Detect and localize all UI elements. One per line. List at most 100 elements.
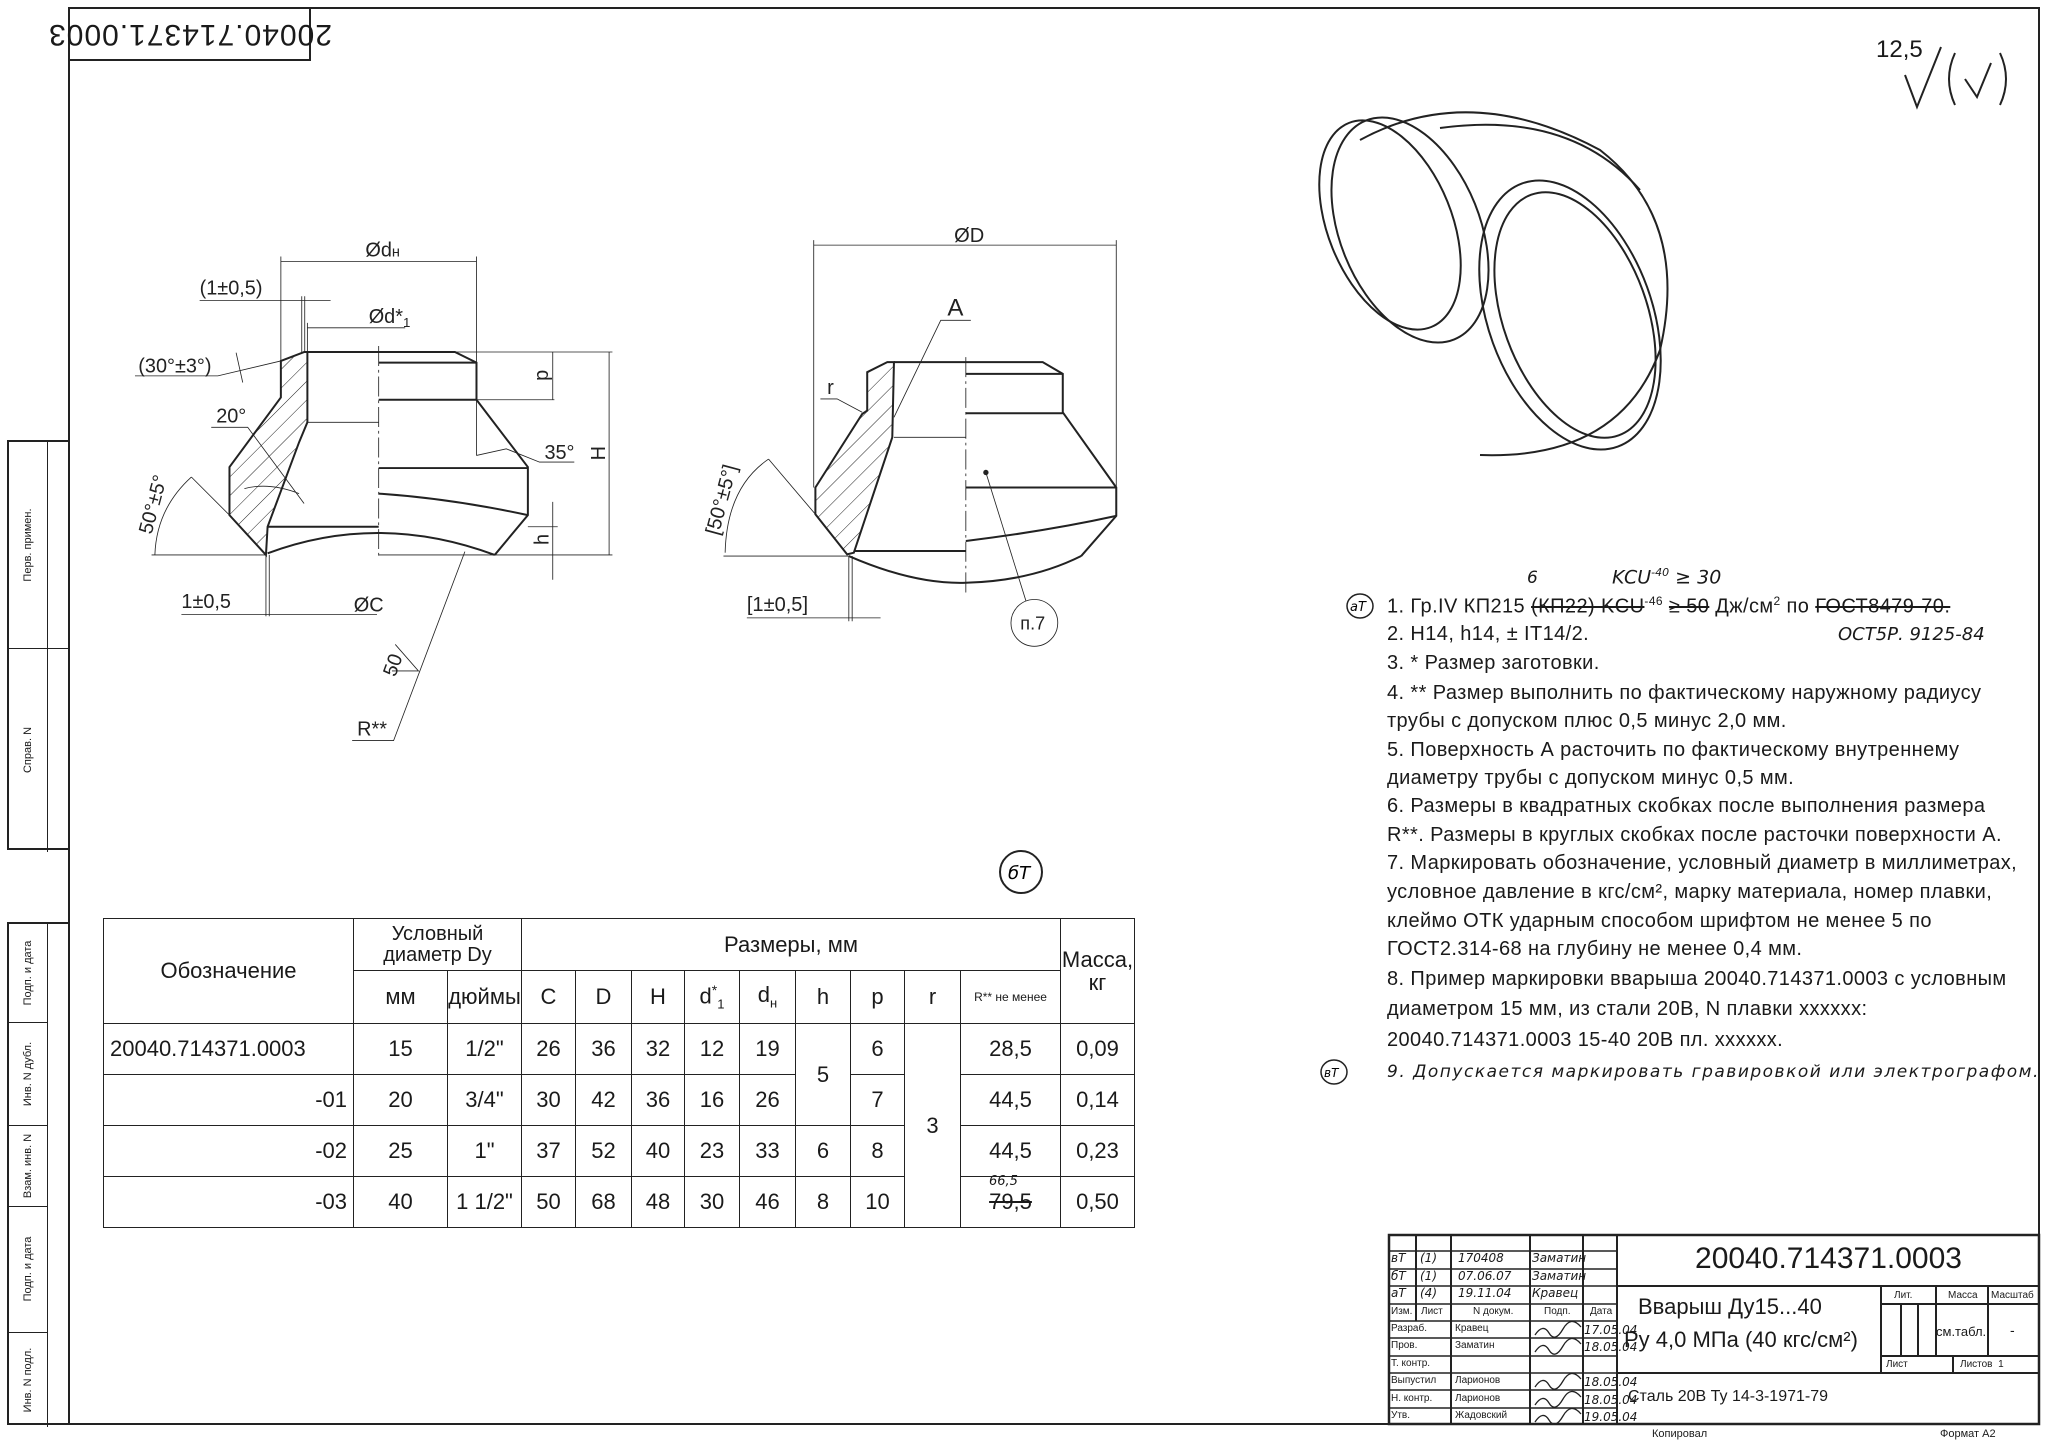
revision-mark: аТ (1391, 1286, 1406, 1300)
dim-d1: Ød*1 (369, 306, 411, 330)
format-label: Формат А2 (1940, 1428, 1996, 1440)
side-strip-upper: Перв. примен. Справ. N (7, 440, 70, 852)
strip-label: Подп. и дата (22, 940, 34, 1006)
dim-R: R** (357, 719, 387, 741)
title-name-1: Вварыш Ду15...40 (1638, 1294, 1822, 1319)
cell-C: 26 (521, 1023, 576, 1075)
note-line: 5. Поверхность А расточить по фактическо… (1387, 739, 1960, 761)
role-name: Ларионов (1455, 1392, 1501, 1404)
cell-designation: -01 (103, 1074, 354, 1126)
strip-cell: Инв. N подл. (9, 1332, 48, 1427)
note-1: 1. Гр.IV КП215 (КП22) KCU-46 ≥ 50 Дж/см2… (1387, 594, 1951, 618)
cell-designation: -03 (103, 1176, 354, 1228)
header-doc: N докум. (1473, 1306, 1514, 1317)
cell-C: 30 (521, 1074, 576, 1126)
note-line: 3. * Размер заготовки. (1387, 652, 1600, 674)
role-label: Утв. (1391, 1410, 1411, 1421)
note-line: диаметром 15 мм, из стали 20В, N плавки … (1387, 998, 1868, 1020)
cell-mm: 40 (353, 1176, 448, 1228)
rotated-drawing-number: 20040.714371.0003 (47, 18, 332, 51)
strip-cell: Взам. инв. N (9, 1125, 48, 1207)
role-name: Ларионов (1455, 1375, 1501, 1387)
cell-D: 36 (575, 1023, 632, 1075)
cell-h: 6 (795, 1125, 851, 1177)
header-mm: мм (353, 970, 448, 1024)
revision-mark-a: аТ (1346, 593, 1374, 619)
note-ref-7: п.7 (1020, 614, 1045, 634)
title-code: 20040.714371.0003 (1695, 1242, 1962, 1275)
dim-h: h (531, 534, 553, 545)
dim-H: H (588, 446, 610, 460)
cell-p: 8 (850, 1125, 905, 1177)
scale-value: - (2010, 1322, 2015, 1338)
revision-doc: 170408 (1458, 1251, 1504, 1265)
strip-cell: Подп. и дата (9, 924, 48, 1023)
note-line: ГОСТ2.314-68 на глубину не менее 0,4 мм. (1387, 938, 1803, 960)
cell-mass: 0,14 (1060, 1074, 1135, 1126)
role-date: 18.05.04 (1584, 1340, 1638, 1355)
cell-inch: 1/2" (447, 1023, 522, 1075)
header-H: H (631, 970, 685, 1024)
note-line: 20040.714371.0003 15-40 20В пл. xxxxxx. (1387, 1029, 1784, 1051)
rotated-drawing-number-stamp: 20040.714371.0003 (48, 7, 331, 61)
cell-dn: 33 (739, 1125, 796, 1177)
dim-tol-bracket: [1±0,5] (747, 594, 808, 616)
dim-tol-round: (1±0,5) (200, 278, 263, 300)
cell-H: 32 (631, 1023, 685, 1075)
role-name: Жадовский (1455, 1410, 1508, 1421)
dim-p: p (531, 370, 553, 381)
cell-h: 8 (795, 1176, 851, 1228)
role-name: Кравец (1455, 1323, 1489, 1334)
header-designation: Обозначение (103, 918, 354, 1024)
cell-inch: 3/4" (447, 1074, 522, 1126)
struck-value: 79,5 (989, 1189, 1032, 1215)
cell-C: 50 (521, 1176, 576, 1228)
surface-A-label: A (947, 294, 963, 321)
strip-label: Инв. N подл. (22, 1347, 34, 1412)
header-p: p (850, 970, 905, 1024)
correction-kcu: KCU-40 ≥ 30 (1612, 566, 1722, 589)
strip-label: Перв. примен. (22, 508, 34, 582)
strip-label: Инв. N дубл. (22, 1041, 34, 1106)
revision-sheet: (1) (1420, 1268, 1437, 1283)
dimensions-table: Обозначение Условный диаметр Dу Размеры,… (103, 918, 1135, 1228)
revision-mark-b: бТ (999, 850, 1043, 894)
cell-R: 28,5 (960, 1023, 1061, 1075)
role-date: 18.05.04 (1584, 1375, 1638, 1390)
note-line: клеймо ОТК ударным способом шрифтом не м… (1387, 910, 1932, 932)
note-line: трубы с допуском плюс 0,5 минус 2,0 мм. (1387, 710, 1787, 732)
dim-angle-20: 20° (216, 405, 246, 427)
note-line: диаметру трубы с допуском минус 0,5 мм. (1387, 767, 1795, 789)
correction-standard: ОСТ5Р. 9125-84 (1838, 624, 1985, 645)
dim-angle-30: (30°±3°) (138, 356, 211, 378)
revision-mark-v: вТ (1320, 1059, 1348, 1085)
header-mass: Масса, кг (1060, 918, 1135, 1024)
header-R: R** не менее (960, 970, 1061, 1024)
dim-angle-50: 50°±5° (135, 473, 172, 537)
cell-r: 3 (904, 1023, 961, 1228)
header-sheet: Лист (1421, 1306, 1443, 1317)
signature (1534, 1373, 1582, 1390)
role-date: 18.05.04 (1584, 1392, 1638, 1407)
title-name-2: Ру 4,0 МПа (40 кгс/см²) (1624, 1327, 1858, 1352)
note-9: 9. Допускается маркировать гравировкой и… (1387, 1062, 2040, 1082)
corrected-value: 66,5 (989, 1174, 1018, 1189)
cell-D: 42 (575, 1074, 632, 1126)
cell-designation: -02 (103, 1125, 354, 1177)
cell-mm: 15 (353, 1023, 448, 1075)
dim-tol: 1±0,5 (181, 591, 231, 613)
revision-mark: вТ (1391, 1251, 1406, 1265)
roughness-50: 50 (379, 651, 407, 679)
roughness-check-icon (1904, 46, 2007, 110)
title-block-grid (1387, 1233, 2041, 1426)
revision-name: Заматин (1532, 1251, 1587, 1265)
strip-label: Взам. инв. N (22, 1133, 34, 1198)
cell-d1: 23 (684, 1125, 740, 1177)
mass-label: Масса (1948, 1290, 1978, 1301)
role-label: Разраб. (1391, 1323, 1428, 1334)
cell-H: 40 (631, 1125, 685, 1177)
header-dn: dн (739, 970, 796, 1024)
